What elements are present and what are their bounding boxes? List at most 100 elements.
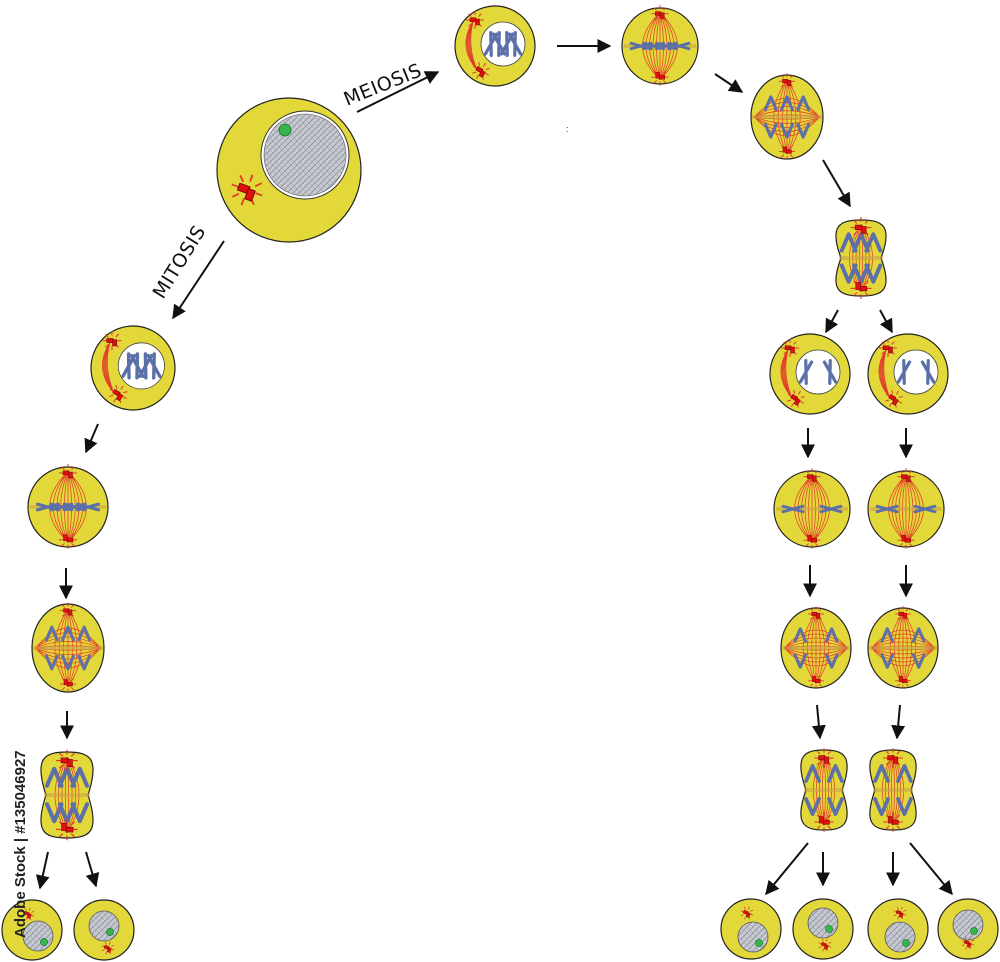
- centrosome: [231, 174, 263, 206]
- chromosome: [44, 654, 59, 671]
- mitosis-daughter-cell-2: [73, 899, 135, 961]
- arrow: [879, 309, 893, 334]
- nucleus: [893, 349, 939, 395]
- chromosome: [146, 352, 162, 380]
- arrow: [891, 704, 906, 740]
- nucleus: [807, 907, 839, 939]
- chromosome: [825, 627, 839, 643]
- nucleus: [795, 349, 841, 395]
- chromosome: [667, 41, 691, 51]
- chromosome: [827, 797, 844, 816]
- nucleus: [952, 909, 984, 941]
- centrosome: [850, 277, 872, 299]
- chromosome: [44, 766, 64, 788]
- chromosome: [873, 797, 890, 816]
- centrosome: [102, 331, 122, 351]
- mitosis-prophase-cell: [90, 325, 176, 411]
- chromosome: [822, 359, 838, 385]
- chromosome: [793, 653, 807, 669]
- centrosome: [893, 906, 907, 920]
- arrows: [35, 39, 953, 896]
- chromosome: [44, 802, 64, 824]
- chromosome: [880, 627, 894, 643]
- mitosis-daughter-cell-1: [1, 899, 63, 961]
- chromosome: [896, 359, 912, 385]
- centrosome: [21, 907, 35, 921]
- centrosome: [59, 530, 77, 549]
- centrosome: [808, 672, 824, 689]
- centrosome: [778, 143, 796, 160]
- chromosome: [798, 359, 814, 385]
- chromosome: [61, 654, 75, 671]
- mitosis-telophase-cell: [40, 749, 94, 841]
- chromosome: [827, 764, 844, 783]
- chromosome: [763, 95, 778, 112]
- centrosome: [651, 68, 669, 86]
- chromosome: [796, 95, 811, 112]
- stray-mark: :: [566, 124, 569, 134]
- centrosome: [787, 389, 805, 408]
- nucleolus: [278, 123, 292, 137]
- chromosome: [875, 504, 899, 514]
- centrosome: [778, 73, 796, 90]
- chromosome: [880, 653, 894, 669]
- centrosome: [879, 339, 897, 357]
- centrosome: [814, 748, 834, 768]
- arrow: [172, 240, 225, 320]
- nucleus: [884, 921, 916, 953]
- meiosis-anaphase-2-cell-right: [867, 606, 939, 689]
- arrow: [85, 851, 100, 888]
- centrosome: [897, 468, 915, 486]
- nucleolus: [40, 938, 48, 946]
- chromosome: [77, 625, 92, 642]
- chromosome: [839, 232, 858, 253]
- nucleolus: [970, 927, 978, 935]
- arrow: [84, 423, 99, 454]
- cells: [1, 5, 999, 961]
- meiosis-anaphase-1-cell: [750, 73, 824, 160]
- meiosis-telophase-1-cell: [835, 217, 887, 299]
- centrosome: [883, 748, 903, 768]
- centrosome: [59, 675, 77, 693]
- meiosis-daughter-cell-4: [937, 898, 999, 960]
- arrow: [822, 159, 851, 208]
- chromosome: [61, 625, 75, 642]
- centrosome: [814, 812, 834, 832]
- centrosome: [961, 936, 975, 950]
- chromosome: [839, 263, 858, 284]
- arrow: [909, 842, 953, 896]
- meiosis-prophase-2-cell-right: [867, 333, 949, 415]
- nucleus: [263, 113, 347, 197]
- chromosome: [912, 627, 926, 643]
- centrosome: [109, 384, 128, 404]
- mitosis-metaphase-cell: [27, 464, 109, 549]
- centrosome: [59, 602, 77, 619]
- meiosis-metaphase-1-cell: [621, 5, 699, 86]
- nucleus: [117, 342, 165, 390]
- nucleus: [480, 21, 526, 67]
- chromosome: [763, 122, 778, 139]
- arrow: [714, 73, 744, 93]
- centrosome: [895, 606, 911, 622]
- chromosome: [819, 504, 843, 514]
- centrosome: [897, 531, 915, 549]
- meiosis-metaphase-2-cell-left: [773, 468, 851, 549]
- centrosome: [803, 531, 821, 549]
- meiosis-daughter-cell-2: [792, 898, 854, 960]
- arrow: [811, 704, 826, 740]
- meiosis-daughter-cell-1: [720, 898, 782, 960]
- chromosome: [873, 764, 890, 783]
- centrosome: [56, 749, 78, 772]
- watermark-text: Adobe Stock | #135046927: [12, 750, 29, 938]
- nucleolus: [825, 925, 833, 933]
- meiosis-daughter-cell-3: [867, 898, 929, 960]
- chromosome: [804, 764, 821, 783]
- chromosome: [913, 504, 937, 514]
- chromosome: [781, 504, 805, 514]
- chromosome: [75, 502, 101, 512]
- chromosome: [70, 766, 90, 788]
- centrosome: [651, 5, 669, 23]
- centrosome: [803, 468, 821, 486]
- mitosis-label: MITOSIS: [149, 222, 211, 303]
